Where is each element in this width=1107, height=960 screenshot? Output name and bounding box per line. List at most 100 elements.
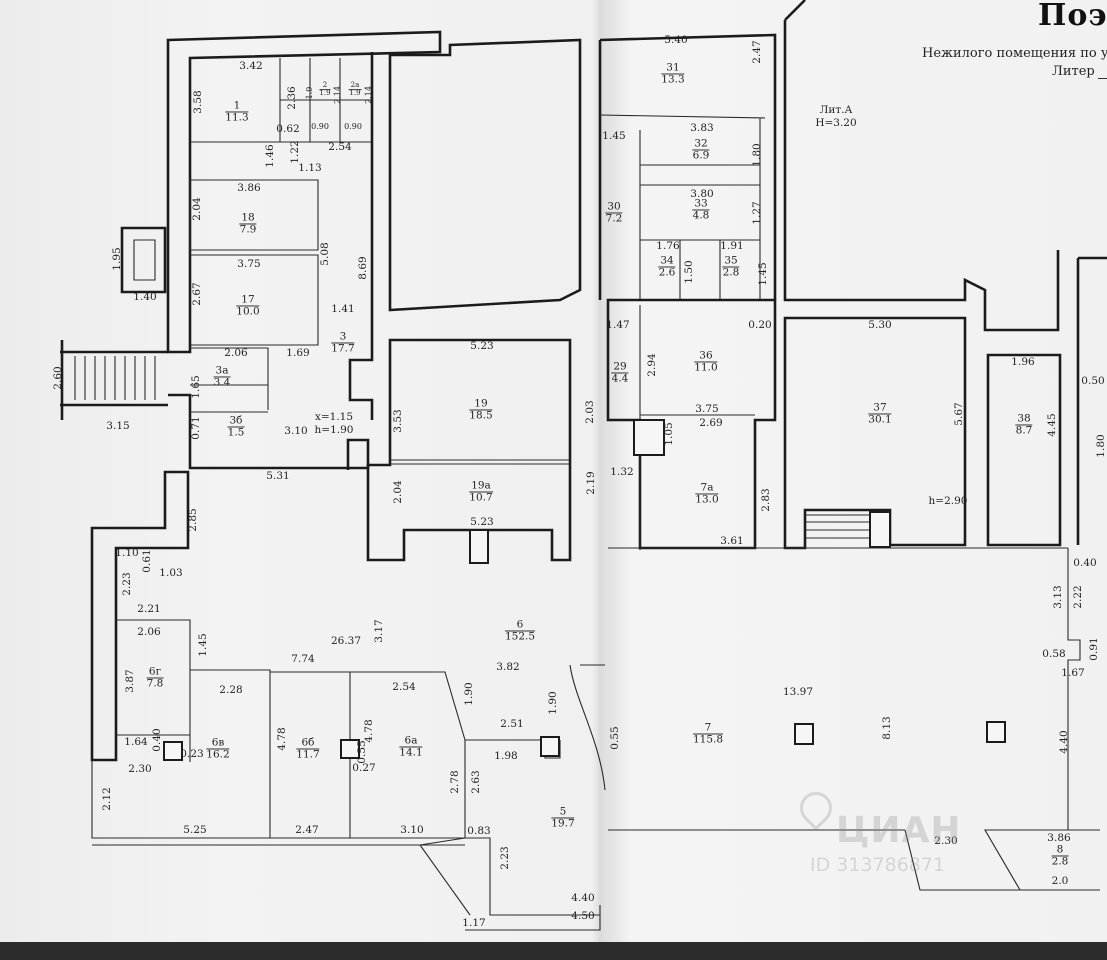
room8-walls <box>1020 829 1100 891</box>
dimension-label: 0.91 <box>1087 637 1100 661</box>
watermark-brand: ЦИАН <box>836 810 962 851</box>
dimension-label: 2.06 <box>137 625 161 638</box>
dimension-label: 5.67 <box>952 402 965 426</box>
dimension-label: 1.9 <box>305 86 314 100</box>
dimension-label: 1.45 <box>196 633 209 657</box>
column-7a-2 <box>986 721 1006 743</box>
dimension-label: 3.61 <box>720 534 744 547</box>
dimension-label: 3.83 <box>690 121 714 134</box>
dimension-label: 1.96 <box>1011 355 1035 368</box>
dimension-label: 1.13 <box>298 161 322 174</box>
dimension-label: 1.10 <box>115 546 139 559</box>
dimension-label: 1.64 <box>124 735 148 748</box>
dimension-label: 1.69 <box>286 346 310 359</box>
dimension-label: 3.13 <box>1051 585 1064 609</box>
column-5 <box>540 736 560 757</box>
dimension-label: 2.0 <box>1051 874 1069 887</box>
dimension-label: 0.90 <box>311 122 329 131</box>
wall-entrance <box>60 340 168 420</box>
column-6v <box>163 741 183 761</box>
dimension-label: 26.37 <box>330 634 362 647</box>
dimension-label: 2.04 <box>190 197 203 221</box>
watermark: ЦИАН ID 313786871 <box>793 785 1000 882</box>
page-title: Поэт <box>1038 0 1107 33</box>
page-subtitle: Нежилого помещения по ул <box>922 46 1107 61</box>
wall-6g <box>116 619 191 736</box>
dimension-label: 3.17 <box>372 619 385 643</box>
dimension-label: 2.23 <box>120 572 133 596</box>
dimension-label: 1.41 <box>331 302 355 315</box>
lit-a-label: Лит.А <box>819 103 853 116</box>
wall-courtyard <box>388 38 582 312</box>
room3a-walls <box>190 347 269 413</box>
dimension-label: 1.67 <box>1061 666 1085 679</box>
dimension-label: 0.20 <box>748 318 772 331</box>
dimension-label: 2.28 <box>219 683 243 696</box>
dimension-label: 1.45 <box>756 262 769 286</box>
dimension-label: 2.36 <box>285 86 298 110</box>
dimension-label: 2.14 <box>364 86 373 104</box>
dimension-label: 2.12 <box>100 787 113 811</box>
column-7a-1 <box>794 723 814 745</box>
dimension-label: 3.75 <box>237 257 261 270</box>
dimension-label: 0.50 <box>1081 374 1105 387</box>
dimension-label: 4.50 <box>571 909 595 922</box>
dimension-label: 0.90 <box>344 122 362 131</box>
dimension-label: 2.85 <box>186 508 199 532</box>
dimension-label: 2.67 <box>190 282 203 306</box>
dimension-label: 3.82 <box>496 660 520 673</box>
dimension-label: 2.04 <box>391 480 404 504</box>
dimension-label: 3.53 <box>391 409 404 433</box>
dimension-label: 2.19 <box>584 471 597 495</box>
dimension-label: 1.22 <box>288 140 301 164</box>
dimension-label: 2.14 <box>333 86 342 104</box>
wall-bottom <box>91 760 465 846</box>
dimension-label: 1.03 <box>159 566 183 579</box>
dimension-label: 5.08 <box>318 242 331 266</box>
dimension-label: 2.47 <box>750 40 763 64</box>
dimension-label: 8.69 <box>356 256 369 280</box>
dimension-label: 7.74 <box>291 652 315 665</box>
wall-left-wing <box>90 470 190 762</box>
dimension-label: 1.90 <box>546 691 559 715</box>
dimension-label: 2.47 <box>295 823 319 836</box>
dimension-label: 3.87 <box>123 669 136 693</box>
room19-divider <box>390 459 570 465</box>
dimension-label: 1.27 <box>750 201 763 225</box>
dimension-label: 1.46 <box>263 144 276 168</box>
column-6b <box>340 739 360 759</box>
dimension-label: 1.90 <box>462 682 475 706</box>
x-note: x=1.15 <box>314 410 354 423</box>
wall-center-vertical <box>348 52 374 420</box>
dimension-label: 5.30 <box>868 318 892 331</box>
dimension-label: 1.47 <box>606 318 630 331</box>
room1-walls <box>190 58 373 143</box>
wall-far-right <box>1076 256 1107 545</box>
dimension-label: 0.61 <box>140 549 153 573</box>
dimension-label: 3.10 <box>400 823 424 836</box>
dimension-label: 3.80 <box>690 187 714 200</box>
wall-6v <box>189 669 271 838</box>
dimension-label: 2.22 <box>1071 585 1084 609</box>
dimension-label: 1.05 <box>662 422 675 446</box>
